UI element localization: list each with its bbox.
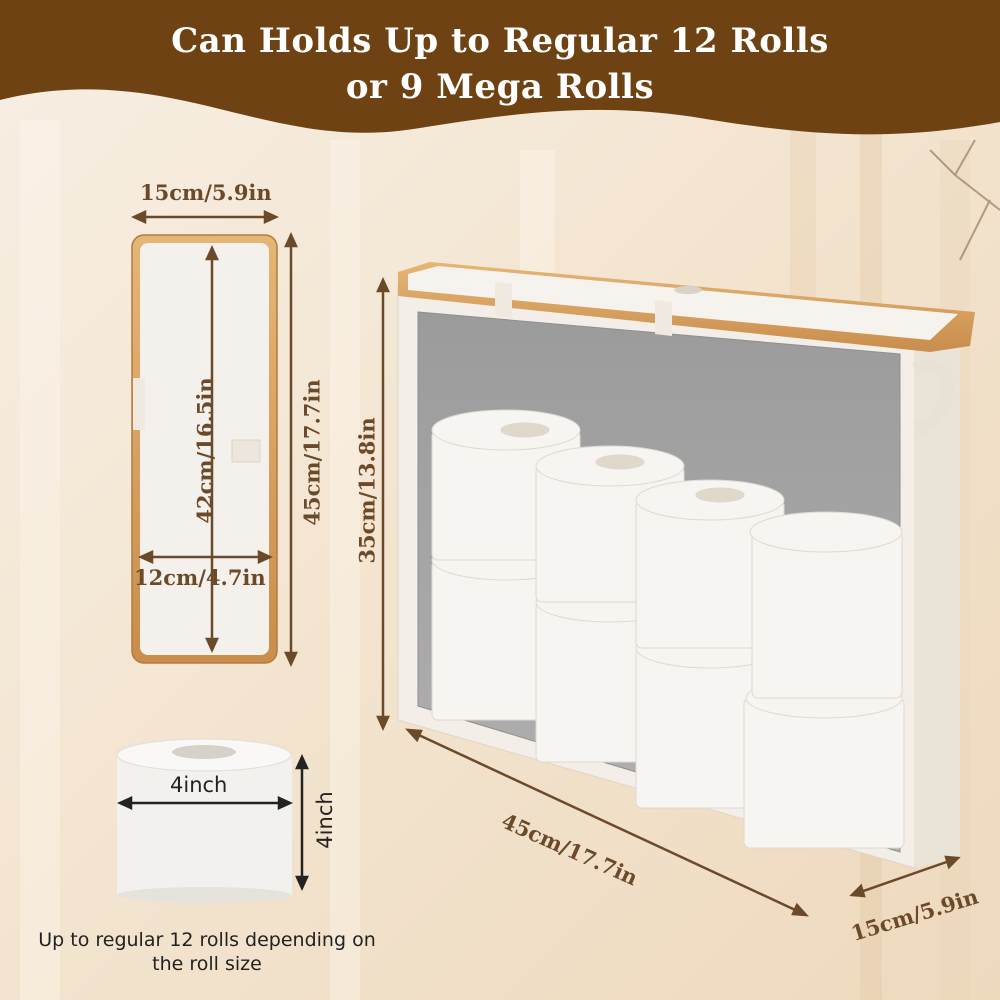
- roll-dimension-arrows: [116, 753, 309, 892]
- rolls-inside: [431, 409, 905, 849]
- banner-title: Can Holds Up to Regular 12 Rolls or 9 Me…: [0, 18, 1000, 110]
- roll-height-label: 4inch: [313, 791, 337, 849]
- roll-width-label: 4inch: [170, 773, 228, 797]
- title-banner: [0, 0, 1000, 135]
- top-width-label: 15cm/5.9in: [140, 180, 272, 205]
- box-dimension-arrows: [376, 276, 961, 917]
- inner-length-label: 42cm/16.5in: [192, 377, 218, 524]
- single-roll: [116, 738, 292, 903]
- banner-line-2: or 9 Mega Rolls: [345, 67, 655, 107]
- branch-decoration: [929, 139, 1000, 261]
- height-label: 35cm/13.8in: [354, 417, 380, 564]
- tray-dimension-arrows: [130, 210, 298, 668]
- capacity-caption: Up to regular 12 rolls depending on the …: [38, 929, 376, 975]
- banner-line-1: Can Holds Up to Regular 12 Rolls: [171, 21, 829, 61]
- inner-width-label: 12cm/4.7in: [134, 565, 266, 590]
- outer-length-label: 45cm/17.7in: [299, 379, 325, 526]
